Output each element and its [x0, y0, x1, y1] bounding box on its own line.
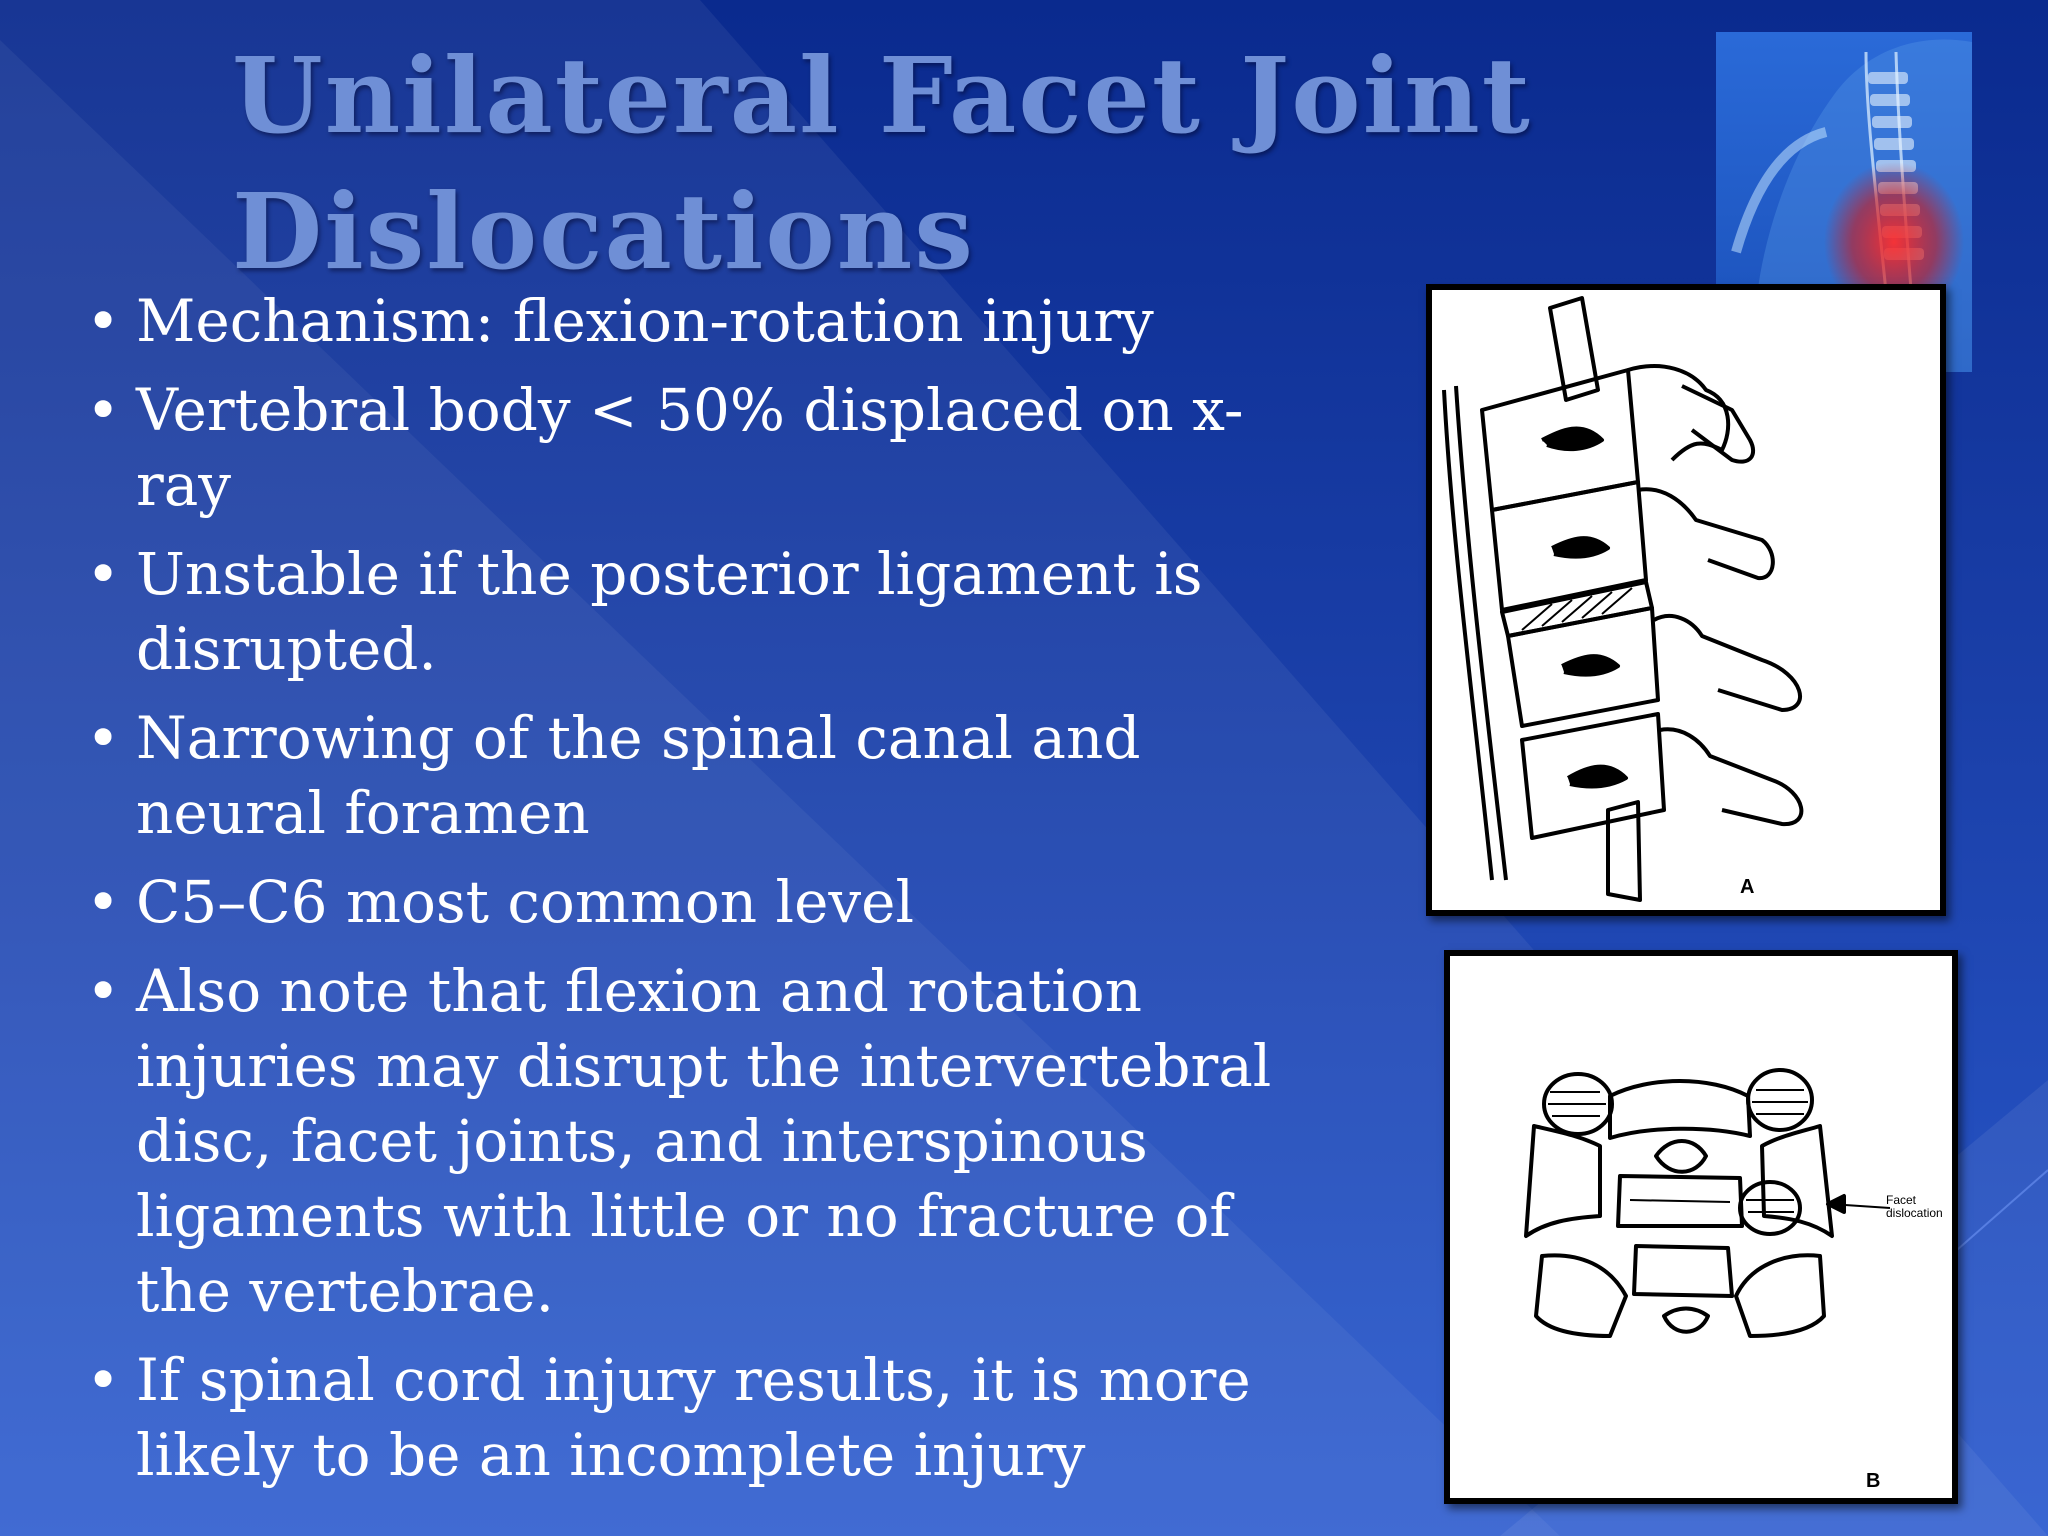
bullet-item: •Narrowing of the spinal canal and neura… [86, 701, 1326, 851]
bullet-text: Mechanism: flexion-rotation injury [136, 287, 1154, 355]
bullet-text: Vertebral body < 50% displaced on x-ray [136, 376, 1244, 519]
bullet-dot: • [86, 957, 121, 1025]
bullet-text: C5–C6 most common level [136, 868, 915, 936]
bullet-item: •Also note that flexion and rotation inj… [86, 954, 1326, 1329]
bullet-item: •C5–C6 most common level [86, 865, 1326, 940]
bullet-dot: • [86, 376, 121, 444]
slide-title: Unilateral Facet Joint Dislocations [232, 34, 1532, 293]
bullet-text: Unstable if the posterior ligament is di… [136, 540, 1203, 683]
bullet-text: If spinal cord injury results, it is mor… [136, 1346, 1251, 1489]
bullet-dot: • [86, 704, 121, 772]
posterior-spine-drawing [1524, 1068, 1891, 1338]
figure-b-label: B [1866, 1470, 1881, 1492]
figure-b-posterior-view: Facet dislocation B [1444, 950, 1958, 1504]
facet-dislocation-annotation: Facet dislocation [1886, 1193, 1943, 1220]
bullet-text: Narrowing of the spinal canal and neural… [136, 704, 1141, 847]
bullet-item: •If spinal cord injury results, it is mo… [86, 1343, 1326, 1493]
bullet-item: •Unstable if the posterior ligament is d… [86, 537, 1326, 687]
figure-a-label: A [1740, 876, 1755, 898]
bullet-dot: • [86, 868, 121, 936]
bullet-dot: • [86, 1346, 121, 1414]
bullet-list: •Mechanism: flexion-rotation injury •Ver… [86, 284, 1326, 1507]
figure-a-lateral-spine: A [1426, 284, 1946, 916]
bullet-dot: • [86, 540, 121, 608]
bullet-item: •Mechanism: flexion-rotation injury [86, 284, 1326, 359]
bullet-item: •Vertebral body < 50% displaced on x-ray [86, 373, 1326, 523]
bullet-text: Also note that flexion and rotation inju… [136, 957, 1272, 1325]
lateral-spine-drawing [1442, 296, 1804, 902]
bullet-dot: • [86, 287, 121, 355]
